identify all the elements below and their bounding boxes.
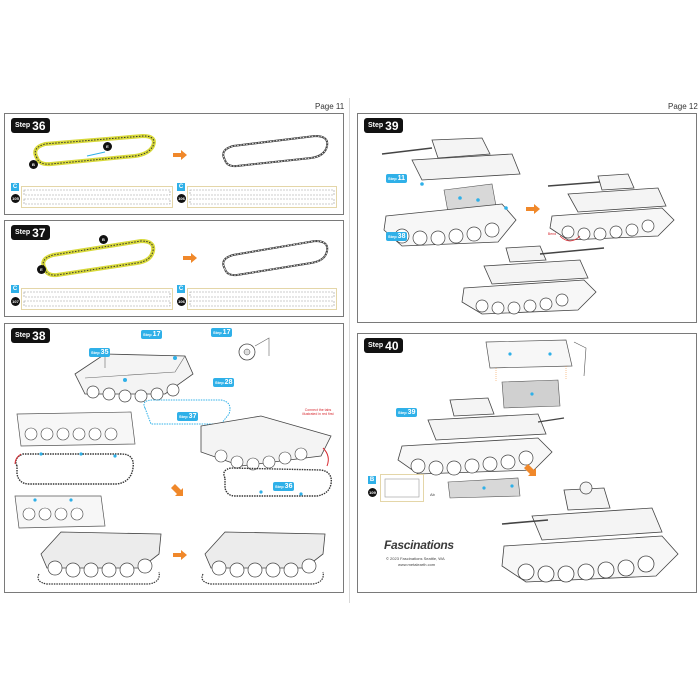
track-loop-assembled — [222, 239, 329, 277]
tank-completed — [501, 481, 679, 583]
callout-b: B — [29, 160, 38, 169]
hull-chassis-after — [201, 531, 326, 585]
sheet-c-label: C — [177, 285, 185, 293]
step-38-badge: Step 38 — [11, 328, 50, 343]
track-loop-highlighted — [33, 133, 156, 167]
track-detail — [14, 495, 106, 529]
orange-arrow — [183, 253, 197, 263]
tank-assembled-view — [547, 173, 675, 241]
step-word: Step — [368, 342, 384, 349]
red-tabs-note: Connect the tabs illustrated in red firs… — [302, 408, 334, 417]
fret-strip-left — [21, 186, 173, 208]
step-40-badge: Step 40 — [364, 338, 403, 353]
sheet-c-label: C — [11, 183, 19, 191]
step-number: 39 — [385, 118, 399, 133]
hull-chassis-top — [74, 353, 194, 403]
fret-sheet-b — [380, 474, 424, 502]
track-loop-assembled — [222, 134, 329, 168]
part-number-106: 106 — [177, 194, 186, 203]
track-loop-highlighted — [41, 238, 156, 278]
step-number: 38 — [32, 328, 46, 343]
page-number-left: Page 11 — [315, 102, 345, 111]
website-text: www.metalearth.com — [398, 562, 436, 567]
fret-strip-right — [187, 186, 337, 208]
orange-arrow — [526, 204, 540, 214]
callout-e: E — [103, 142, 112, 151]
step-number: 37 — [32, 225, 46, 240]
step-number: 36 — [32, 118, 46, 133]
sheet-c-label: C — [11, 285, 19, 293]
track-left-side — [14, 411, 136, 485]
tank-exploded-view — [381, 137, 521, 247]
step-37-badge: Step 37 — [11, 225, 50, 240]
orange-arrow — [173, 150, 187, 160]
tank-final-view — [461, 245, 605, 315]
sheet-b-label: B — [368, 476, 376, 484]
fender-parts-top — [485, 339, 587, 409]
step-36-badge: Step 36 — [11, 118, 50, 133]
step-39-badge: Step 39 — [364, 118, 403, 133]
part-number-106: 106 — [177, 297, 186, 306]
drive-sprocket — [238, 337, 270, 361]
callout-b: B — [99, 235, 108, 244]
tank-exploded-view — [397, 397, 565, 499]
part-number-109: 109 — [368, 488, 377, 497]
orange-arrow-down — [171, 484, 183, 496]
page-number-right: Page 12 — [668, 102, 698, 111]
fret-strip-left — [21, 288, 173, 310]
part-label-ab: Ab — [430, 492, 435, 497]
step-word: Step — [15, 332, 31, 339]
step-word: Step — [15, 122, 31, 129]
part-number-105: 105 — [11, 194, 20, 203]
copyright-text: © 2023 Fascinations Seattle, WA — [386, 556, 445, 561]
page-divider — [349, 98, 350, 603]
step-36-panel: Step 36 B E C 105 C 106 — [4, 113, 344, 215]
fret-strip-right — [187, 288, 337, 310]
part-number-107: 107 — [11, 297, 20, 306]
step-number: 40 — [385, 338, 399, 353]
hull-chassis-before — [37, 531, 162, 585]
step-word: Step — [368, 122, 384, 129]
step-37-panel: Step 37 B E C 107 C 106 — [4, 220, 344, 317]
fascinations-logo: Fascinations — [384, 538, 454, 552]
sheet-c-label: C — [177, 183, 185, 191]
step-word: Step — [15, 229, 31, 236]
track-assembly-center — [143, 399, 332, 497]
orange-arrow-down — [524, 464, 536, 476]
bend-note: Bend — [547, 232, 557, 236]
bend-arc — [559, 235, 581, 242]
orange-arrow — [173, 550, 187, 560]
callout-e: E — [37, 265, 46, 274]
